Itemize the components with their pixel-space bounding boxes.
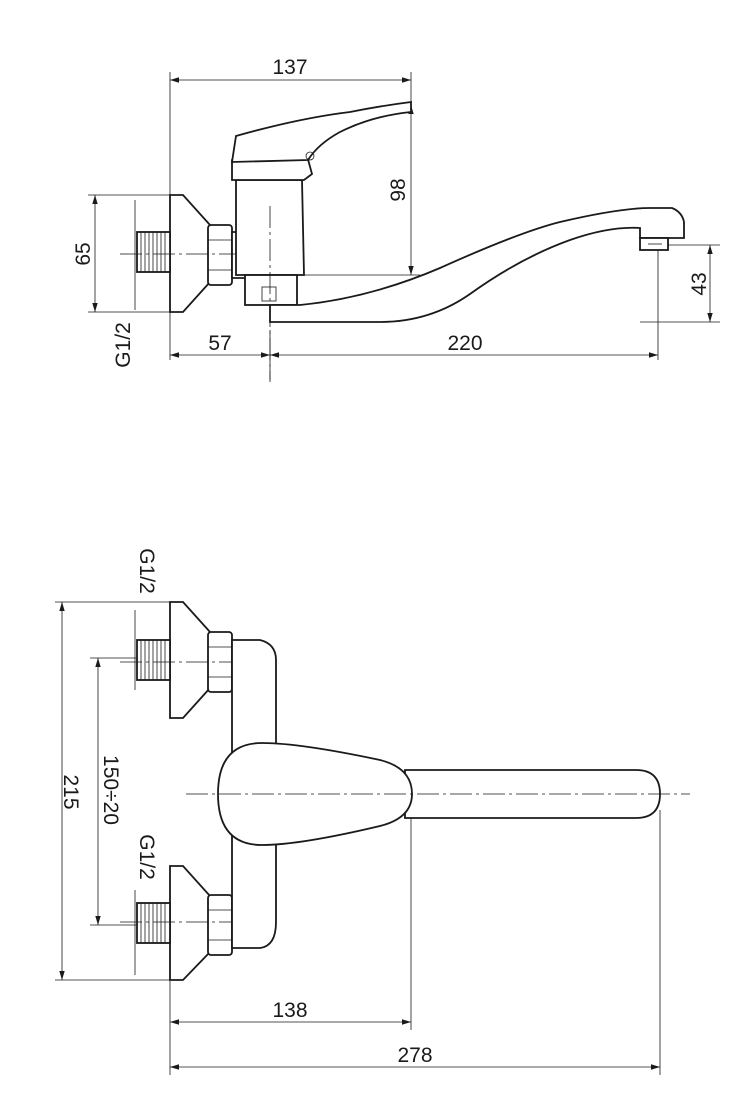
lower-threaded-inlet [136, 902, 171, 944]
dim-text-thread-bottom: G1/2 [135, 834, 158, 880]
dim-text-43: 43 [688, 272, 711, 295]
dim-text-98: 98 [387, 178, 410, 201]
wall-flange [169, 194, 211, 313]
lower-flange [169, 865, 211, 981]
upper-threaded-inlet [136, 639, 171, 681]
dim-text-137: 137 [272, 56, 307, 79]
dim-text-65: 65 [72, 242, 95, 265]
dim-text-57: 57 [208, 332, 231, 355]
dim-text-thread-top: G1/2 [135, 548, 158, 594]
lower-hex-nut [207, 894, 233, 956]
dim-text-278: 278 [397, 1044, 432, 1067]
dim-text-138: 138 [272, 999, 307, 1022]
spout-base [244, 274, 298, 306]
upper-flange [169, 601, 211, 719]
threaded-inlet [136, 231, 171, 273]
dim-text-spacing: 150÷20 [99, 755, 122, 825]
dim-text-220: 220 [447, 332, 482, 355]
spout [269, 207, 685, 323]
lever-handle [230, 100, 412, 163]
dim-text-215: 215 [59, 774, 82, 809]
hex-nut [207, 224, 233, 286]
dim-text-thread-side: G1/2 [112, 322, 135, 368]
top-view: G1/2 G1/2 215 150÷20 138 278 [55, 548, 690, 1075]
side-view: 137 98 65 G1/2 57 220 43 [72, 56, 720, 382]
lever-handle-top [217, 742, 413, 846]
